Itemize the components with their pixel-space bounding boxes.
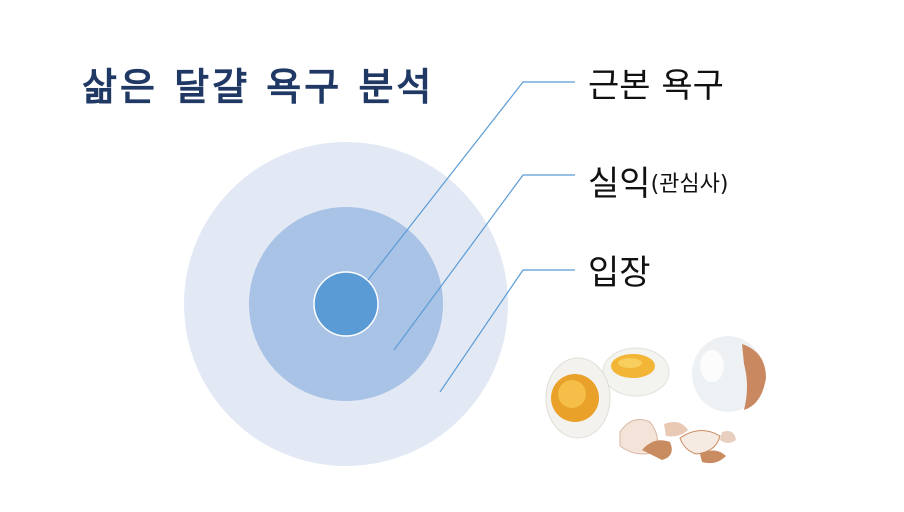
label-position: 입장 <box>588 245 651 294</box>
leader-line-core <box>367 81 575 281</box>
label-position-text: 입장 <box>588 253 651 293</box>
label-interest: 실익(관심사) <box>588 156 728 205</box>
boiled-eggs-image <box>545 336 766 464</box>
label-interest-text: 실익 <box>588 164 651 204</box>
leader-line-position <box>439 269 575 393</box>
page-title: 삶은 달걀 욕구 분석 <box>82 65 435 109</box>
label-core-needs: 근본 욕구 <box>588 58 724 107</box>
label-core-text: 근본 욕구 <box>588 66 724 106</box>
label-interest-sub: (관심사) <box>650 172 729 197</box>
inner-circle-core <box>313 271 379 337</box>
leader-line-interest <box>393 174 575 351</box>
